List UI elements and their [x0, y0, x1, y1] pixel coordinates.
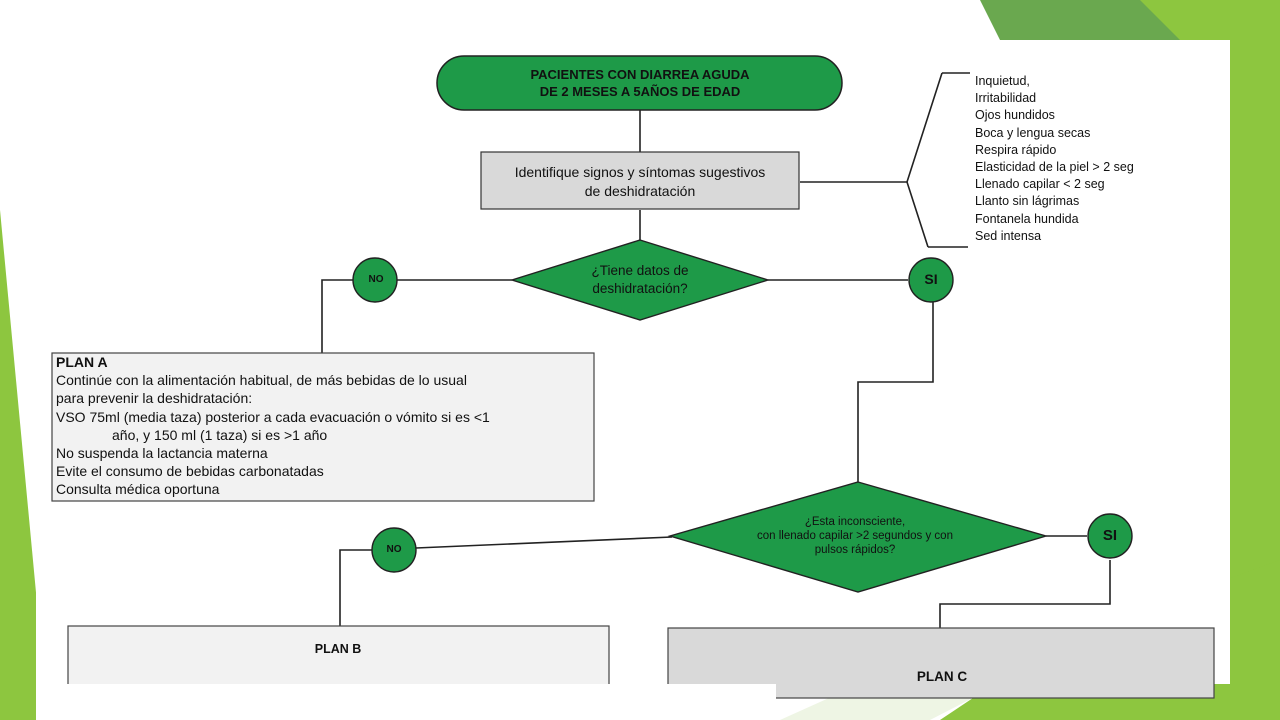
q2-no-label: NO: [386, 544, 402, 555]
question2-diamond: [667, 481, 1049, 593]
q1-si-label: SI: [924, 271, 938, 287]
slide-bottom-strip: [36, 684, 776, 720]
sign-item: Respira rápido: [975, 142, 1057, 157]
signs-list: Inquietud, Irritabilidad Ojos hundidos B…: [975, 73, 1134, 245]
plan-a-line: VSO 75ml (media taza) posterior a cada e…: [56, 408, 490, 425]
start-line-1: PACIENTES CON DIARREA AGUDA: [530, 67, 750, 82]
sign-item: Irritabilidad: [975, 91, 1037, 106]
plan-a-line: para prevenir la deshidratación:: [56, 390, 253, 407]
question2-line-3: pulsos rápidos?: [814, 544, 896, 556]
plan-a-line: año, y 150 ml (1 taza) si es >1 año: [112, 426, 328, 443]
signs-bracket: [906, 72, 943, 248]
plan-a-line: Evite el consumo de bebidas carbonatadas: [56, 463, 324, 480]
question2-line-1: ¿Esta inconsciente,: [804, 516, 906, 528]
plan-a-line: Continúe con la alimentación habitual, d…: [56, 372, 467, 389]
connector-q2-no: [415, 536, 673, 549]
q1-no-label: NO: [368, 274, 384, 285]
sign-item: Sed intensa: [975, 228, 1042, 243]
start-terminal: [436, 55, 843, 111]
sign-item: Llenado capilar < 2 seg: [975, 177, 1105, 192]
start-line-2: DE 2 MESES A 5AÑOS DE EDAD: [539, 84, 741, 99]
question2-line-2: con llenado capilar >2 segundos y con: [757, 530, 953, 542]
connector-no-plan-b: [339, 549, 372, 626]
identify-box-label: Identifique signos y síntomas sugestivos…: [480, 163, 800, 201]
question1-line-1: ¿Tiene datos de: [591, 263, 689, 278]
sign-item: Llanto sin lágrimas: [975, 194, 1080, 209]
connector-si-question2: [857, 302, 934, 482]
sign-item: Ojos hundidos: [975, 108, 1055, 123]
question2-label: ¿Esta inconsciente, con llenado capilar …: [700, 515, 1010, 557]
no-circle-2: [371, 527, 417, 573]
start-terminal-label: PACIENTES CON DIARREA AGUDA DE 2 MESES A…: [470, 66, 810, 100]
identify-line-1: Identifique signos y síntomas sugestivos: [514, 164, 766, 180]
identify-box: [480, 151, 800, 210]
si-circle-1: [908, 257, 954, 303]
plan-a-content: PLAN A Continúe con la alimentación habi…: [56, 353, 592, 499]
plan-b-title: PLAN B: [314, 642, 362, 656]
plan-a-line: Consulta médica oportuna: [56, 481, 220, 498]
si-circle-2: [1087, 513, 1133, 559]
no-circle-1: [352, 257, 398, 303]
question1-label: ¿Tiene datos de deshidratación?: [540, 262, 740, 298]
sign-item: Boca y lengua secas: [975, 125, 1091, 140]
plan-a-line: No suspenda la lactancia materna: [56, 445, 268, 462]
question1-diamond: [509, 239, 771, 321]
sign-item: Fontanela hundida: [975, 211, 1079, 226]
sign-item: Inquietud,: [975, 74, 1030, 88]
plan-a-box: [51, 352, 595, 502]
sign-item: Elasticidad de la piel > 2 seg: [975, 160, 1134, 175]
background-right-stripe: [1230, 40, 1280, 720]
q2-si-label: SI: [1102, 527, 1118, 544]
connector-si-plan-c: [939, 560, 1111, 628]
plan-a-title: PLAN A: [56, 354, 108, 370]
plan-c-title: PLAN C: [916, 669, 968, 684]
question1-line-2: deshidratación?: [592, 281, 688, 296]
connector-no-plan-a: [321, 279, 353, 353]
identify-line-2: de deshidratación: [584, 183, 696, 199]
